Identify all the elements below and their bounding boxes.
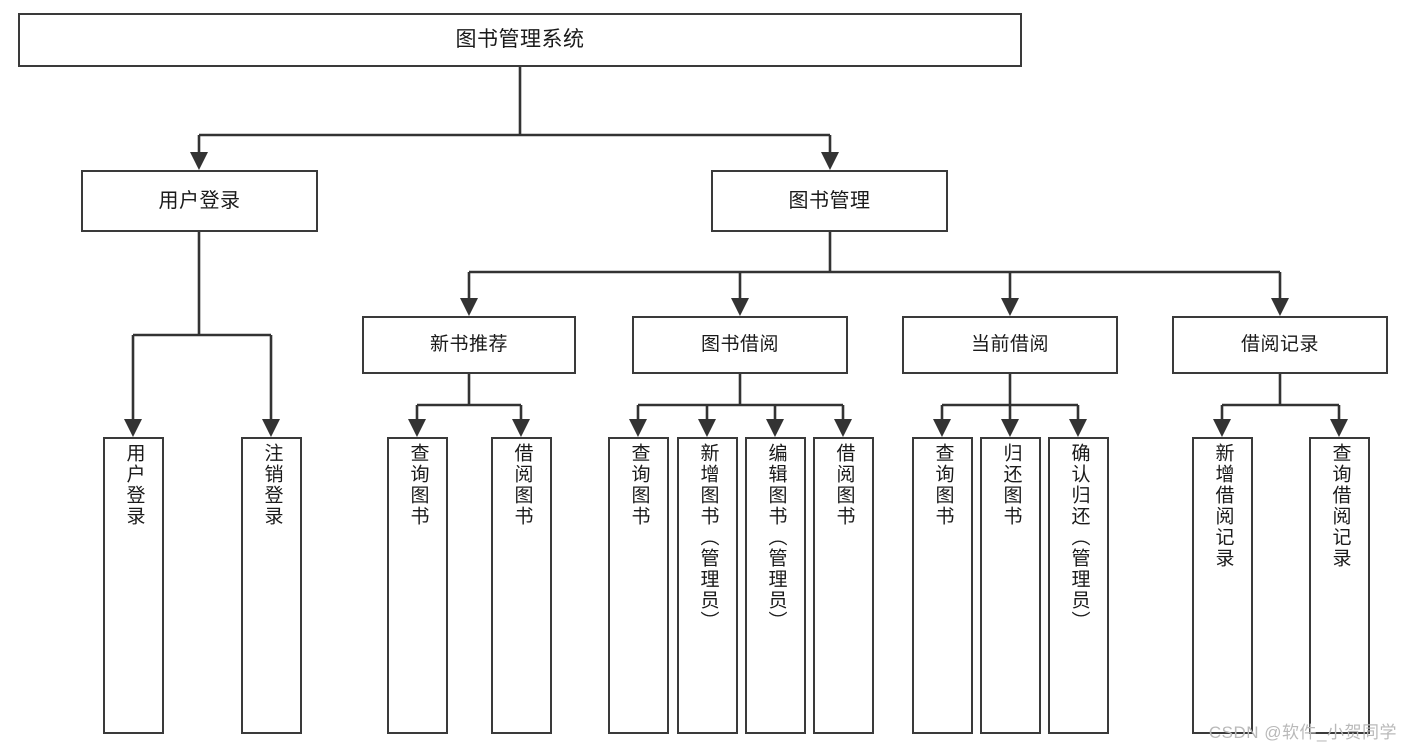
leaf-query-book-3[interactable]: 查询图书	[912, 437, 973, 734]
leaf-return-book-label: 归还图书	[1000, 443, 1022, 527]
leaf-logout[interactable]: 注销登录	[241, 437, 302, 734]
leaf-query-record-label: 查询借阅记录	[1329, 443, 1351, 569]
leaf-user-login-label: 用户登录	[123, 443, 145, 527]
leaf-query-record[interactable]: 查询借阅记录	[1309, 437, 1370, 734]
node-user-login[interactable]: 用户登录	[81, 170, 318, 232]
leaf-query-book-3-label: 查询图书	[932, 443, 954, 527]
node-book-manage[interactable]: 图书管理	[711, 170, 948, 232]
leaf-borrow-book-1[interactable]: 借阅图书	[491, 437, 552, 734]
leaf-add-record-label: 新增借阅记录	[1212, 443, 1234, 569]
leaf-confirm-return[interactable]: 确认归还（管理员）	[1048, 437, 1109, 734]
leaf-add-book[interactable]: 新增图书（管理员）	[677, 437, 738, 734]
leaf-borrow-book-2-label: 借阅图书	[833, 443, 855, 527]
node-user-login-label: 用户登录	[158, 189, 241, 212]
leaf-confirm-return-label: 确认归还（管理员）	[1068, 443, 1090, 632]
leaf-logout-label: 注销登录	[261, 443, 283, 527]
node-borrow-record-label: 借阅记录	[1240, 334, 1319, 356]
leaf-add-book-label: 新增图书（管理员）	[697, 443, 719, 632]
leaf-return-book[interactable]: 归还图书	[980, 437, 1041, 734]
node-book-borrow[interactable]: 图书借阅	[632, 316, 848, 374]
node-root[interactable]: 图书管理系统	[18, 13, 1022, 67]
leaf-user-login[interactable]: 用户登录	[103, 437, 164, 734]
leaf-query-book-1[interactable]: 查询图书	[387, 437, 448, 734]
node-current-borrow[interactable]: 当前借阅	[902, 316, 1118, 374]
node-new-book-recommend-label: 新书推荐	[429, 334, 508, 356]
leaf-add-record[interactable]: 新增借阅记录	[1192, 437, 1253, 734]
node-book-borrow-label: 图书借阅	[700, 334, 779, 356]
node-book-manage-label: 图书管理	[788, 189, 871, 212]
node-borrow-record[interactable]: 借阅记录	[1172, 316, 1388, 374]
node-new-book-recommend[interactable]: 新书推荐	[362, 316, 576, 374]
leaf-edit-book-label: 编辑图书（管理员）	[765, 443, 787, 632]
leaf-edit-book[interactable]: 编辑图书（管理员）	[745, 437, 806, 734]
watermark: CSDN @软件_小贺同学	[1208, 723, 1397, 742]
leaf-query-book-2[interactable]: 查询图书	[608, 437, 669, 734]
leaf-query-book-1-label: 查询图书	[407, 443, 429, 527]
leaf-borrow-book-1-label: 借阅图书	[511, 443, 533, 527]
node-current-borrow-label: 当前借阅	[970, 334, 1049, 356]
leaf-borrow-book-2[interactable]: 借阅图书	[813, 437, 874, 734]
node-root-label: 图书管理系统	[455, 27, 585, 51]
leaf-query-book-2-label: 查询图书	[628, 443, 650, 527]
